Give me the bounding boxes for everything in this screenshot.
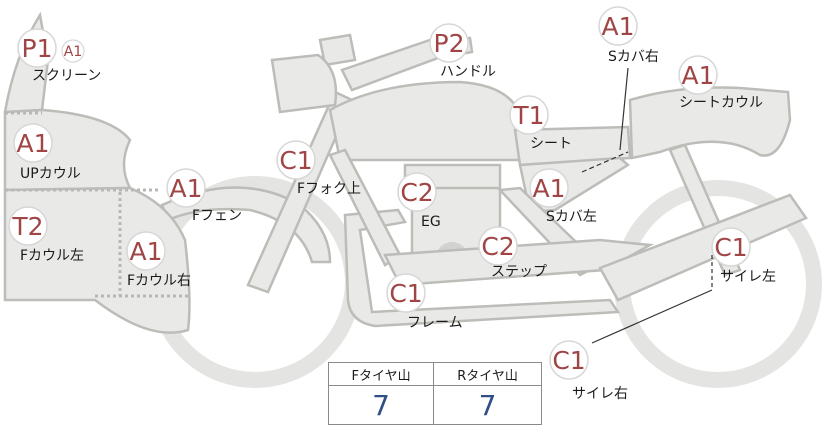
grade-badge-circle: [478, 226, 518, 266]
part-frame: C1 フレーム: [386, 273, 463, 331]
headlight-shape: [270, 53, 338, 114]
seat-shape: [513, 125, 632, 167]
part-screen: P1 A1 スクリーン: [17, 28, 101, 84]
grade-badge: A1: [681, 61, 714, 90]
grade-badge-circle: [17, 28, 57, 68]
part-label: シート: [530, 136, 572, 152]
grade-badge: C2: [481, 232, 514, 261]
grade-badge-circle: [529, 168, 569, 208]
grade-badge-circle: [166, 168, 206, 208]
grade-badge-circle: [598, 6, 638, 46]
part-handle: P2 ハンドル: [429, 23, 496, 80]
part-label: EG: [421, 214, 441, 230]
grade-badge: A1: [601, 12, 634, 41]
grade-badge: P2: [434, 29, 465, 58]
leader-lines: [581, 67, 713, 344]
part-label: ステップ: [491, 264, 547, 280]
grade-badge: C1: [279, 146, 312, 175]
tank-shape: [328, 80, 524, 162]
grade-badge: A1: [532, 174, 565, 203]
part-label: スクリーン: [32, 68, 101, 84]
grade-badge-circle: [126, 231, 166, 271]
sub-grade-badge-circle: [61, 39, 85, 63]
grade-badge-circle: [386, 273, 426, 313]
grade-badge-circle: [711, 227, 751, 267]
grade-badge-circle: [509, 95, 549, 135]
grade-badge: A1: [16, 129, 49, 158]
grade-badge: T2: [11, 212, 43, 241]
part-label: UPカウル: [20, 166, 81, 182]
grade-badge-circle: [276, 140, 316, 180]
grade-badge-circle: [429, 23, 469, 63]
tire-tread-table: Fタイヤ山 Rタイヤ山 7 7: [327, 362, 542, 425]
part-label: サイレ左: [720, 269, 776, 285]
part-label: ハンドル: [440, 64, 496, 80]
part-step: C2 ステップ: [478, 226, 547, 280]
cowl-seams: [5, 111, 188, 298]
grade-badge-circle: [549, 340, 589, 380]
grade-badge: A1: [129, 237, 162, 266]
grade-badge: P1: [22, 34, 53, 63]
rear-tire-header: Rタイヤ山: [433, 362, 542, 386]
grade-badge-circle: [678, 55, 718, 95]
part-label: Fカウル右: [127, 273, 191, 289]
part-muffler-l: C1 サイレ左: [711, 227, 776, 285]
part-muffler-r: C1 サイレ右: [549, 340, 628, 402]
part-seat: T1 シート: [509, 95, 572, 152]
part-label: フレーム: [407, 315, 463, 331]
grade-badge: C1: [389, 279, 422, 308]
part-label: Sカバ右: [608, 49, 659, 65]
grade-badge-circle: [8, 206, 48, 246]
grade-badge: C1: [714, 233, 747, 262]
muffler-shape: [598, 193, 808, 302]
grade-badge-circle: [13, 123, 53, 163]
grade-badge: A1: [169, 174, 202, 203]
part-label: Sカバ左: [546, 209, 597, 225]
grade-badge: T1: [512, 101, 544, 130]
front-tire-value: 7: [327, 385, 435, 425]
sub-grade-badge: A1: [64, 44, 82, 60]
part-label: Fフォク上: [297, 181, 361, 197]
grade-badge-circle: [397, 172, 437, 212]
grade-badge: C2: [400, 178, 433, 207]
part-label: Fフェン: [192, 208, 242, 224]
seat-cowl-shape: [628, 86, 792, 160]
part-label: シートカウル: [679, 95, 763, 111]
part-seat-cowl: A1 シートカウル: [678, 55, 763, 111]
front-tire-header: Fタイヤ山: [327, 362, 435, 386]
grade-badge: C1: [552, 346, 585, 375]
rear-tire-value: 7: [433, 385, 542, 425]
part-label: Fカウル左: [20, 248, 84, 264]
handle-shape: [318, 33, 357, 67]
part-label: サイレ右: [572, 386, 628, 402]
